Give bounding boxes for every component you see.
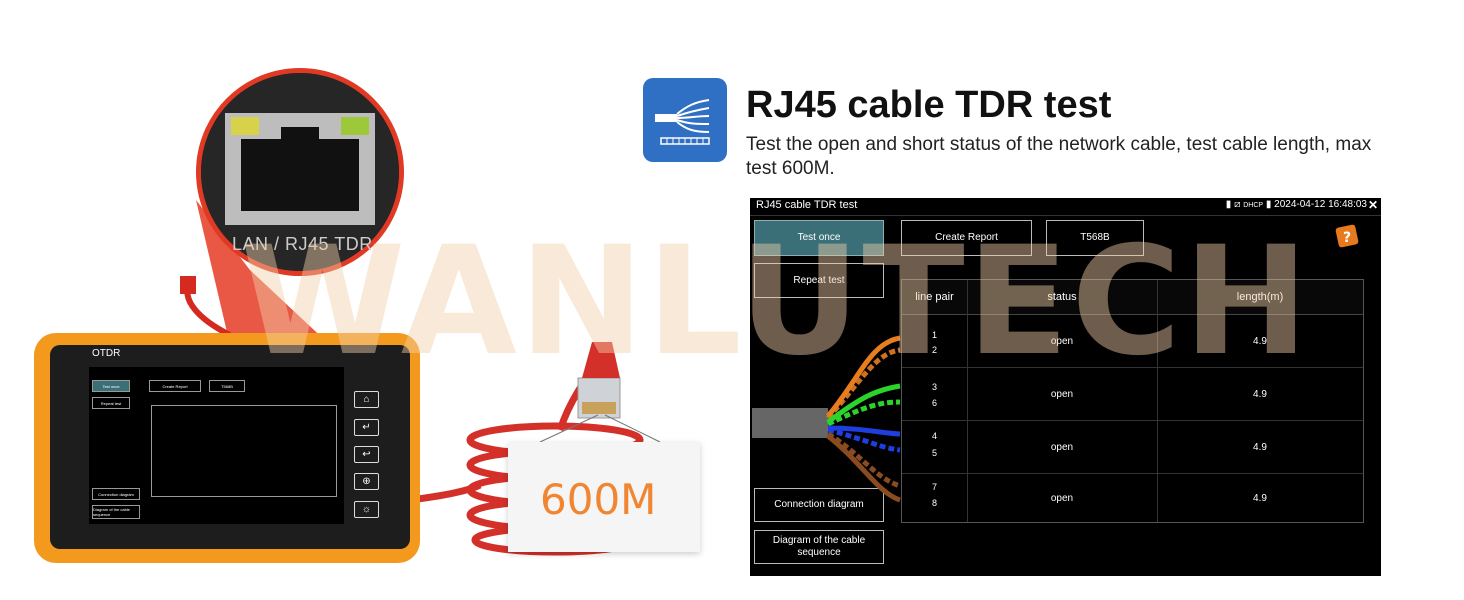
length-cell: 4.9: [1253, 441, 1267, 453]
back-key-icon: ↩: [354, 446, 379, 463]
sd-card-icon: ▮: [1225, 199, 1232, 210]
close-icon[interactable]: ✕: [1367, 198, 1378, 212]
mini-connection-button: Connection diagram: [92, 488, 140, 500]
tag-length-label: 600M: [540, 475, 657, 524]
feature-description: Test the open and short status of the ne…: [746, 134, 1372, 179]
result-table: line pair status length(m) 1 2 open 4.9 …: [901, 279, 1364, 523]
standard-select-button[interactable]: T568B: [1046, 220, 1144, 256]
mini-create-report-button: Create Report: [149, 380, 201, 392]
create-report-button[interactable]: Create Report: [901, 220, 1032, 256]
column-header: length(m): [1157, 280, 1363, 315]
mini-standard-button: T568B: [209, 380, 245, 392]
svg-text:?: ?: [1343, 230, 1351, 246]
dhcp-label: DHCP: [1243, 202, 1264, 209]
enter-key-icon: ↵: [354, 419, 379, 436]
length-cell: 4.9: [1253, 492, 1267, 504]
rj45-port-icon: [201, 73, 399, 271]
cable-tag: [508, 442, 700, 552]
help-icon[interactable]: ?: [1335, 222, 1361, 248]
status-cell: open: [1050, 441, 1074, 453]
screenshot-icon: ⧄: [1234, 199, 1241, 210]
test-once-button[interactable]: Test once: [754, 220, 884, 256]
connection-diagram-button[interactable]: Connection diagram: [754, 488, 884, 522]
mini-test-once-button: Test once: [92, 380, 130, 392]
light-key-icon: ☼: [354, 501, 379, 518]
cable-icon: [643, 78, 727, 162]
zoom-key-icon: ⊕: [354, 473, 379, 490]
mini-sequence-button: Diagram of the cable sequence: [92, 505, 140, 519]
status-cell: open: [1050, 492, 1074, 504]
mini-repeat-button: Repeat test: [92, 397, 130, 409]
table-row: 3 6 open 4.9: [902, 368, 1363, 421]
port-label: LAN / RJ45 TDR: [232, 234, 373, 254]
table-row: 7 8 open 4.9: [902, 474, 1363, 522]
page-title: RJ45 cable TDR test: [746, 84, 1112, 126]
device-screen: Test once Repeat test Create Report T568…: [89, 367, 344, 524]
length-cell: 4.9: [1253, 388, 1267, 400]
table-row: 1 2 open 4.9: [902, 315, 1363, 368]
app-title: RJ45 cable TDR test: [756, 199, 858, 211]
tdr-test-screen: RJ45 cable TDR test ▮ ⧄ DHCP ▮ 2024-04-1…: [750, 198, 1381, 576]
repeat-test-button[interactable]: Repeat test: [754, 263, 884, 298]
device-label: OTDR: [92, 348, 121, 359]
battery-icon: ▮: [1265, 199, 1272, 210]
status-cell: open: [1050, 335, 1074, 347]
length-cell: 4.9: [1253, 335, 1267, 347]
cable-pair-diagram: [752, 335, 901, 503]
cable-sequence-diagram-button[interactable]: Diagram of the cable sequence: [754, 530, 884, 564]
column-header: line pair: [902, 280, 967, 315]
mini-result-table: [151, 405, 337, 497]
port-zoom-callout: [196, 68, 404, 276]
home-key-icon: ⌂: [354, 391, 379, 408]
table-row: 4 5 open 4.9: [902, 421, 1363, 474]
status-bar: RJ45 cable TDR test ▮ ⧄ DHCP ▮ 2024-04-1…: [750, 198, 1381, 216]
status-cell: open: [1050, 388, 1074, 400]
column-header: status: [967, 280, 1157, 315]
datetime: 2024-04-12 16:48:03: [1274, 199, 1367, 210]
